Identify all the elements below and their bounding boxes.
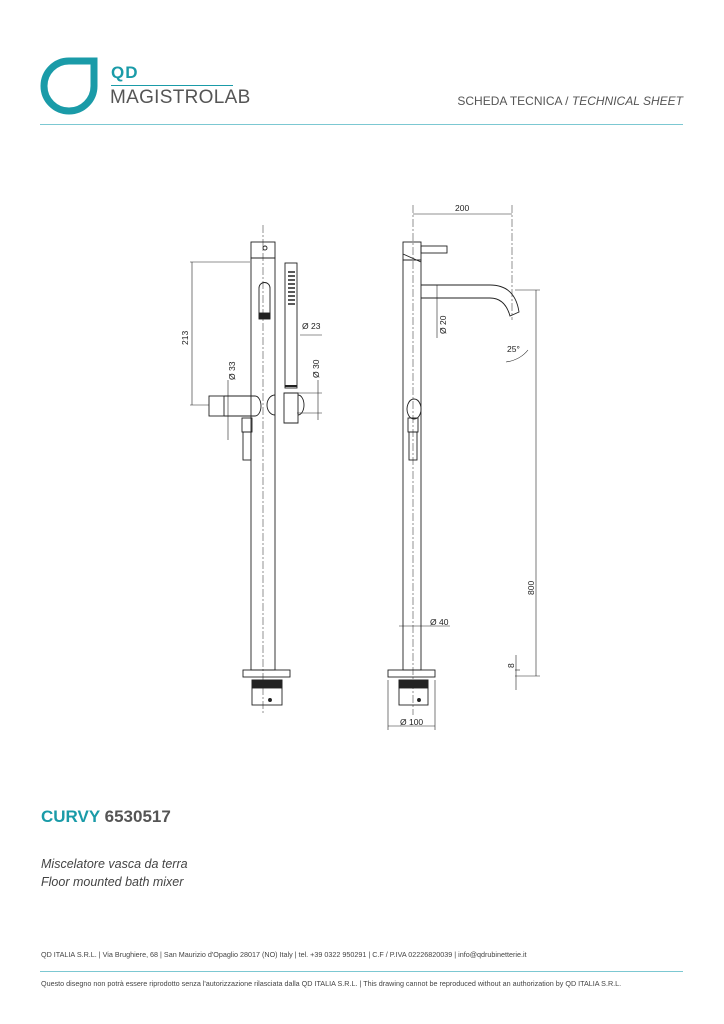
dim-base-8: 8 [506, 663, 516, 668]
footer-company: QD ITALIA S.R.L. | Via Brughiere, 68 | S… [41, 950, 527, 959]
logo-rule [111, 85, 233, 86]
description-it: Miscelatore vasca da terra [41, 857, 188, 871]
dim-dia-100: Ø 100 [400, 717, 423, 727]
logo-drop-icon [40, 57, 98, 115]
side-view [387, 205, 520, 715]
description-en: Floor mounted bath mixer [41, 875, 184, 889]
dim-height-800: 800 [526, 581, 536, 595]
logo-magistrolab: MAGISTROLAB [110, 87, 251, 108]
dim-angle-25: 25° [507, 344, 520, 354]
dim-dia-30: Ø 30 [311, 359, 321, 378]
header-divider [40, 124, 683, 125]
dim-width-200: 200 [455, 203, 469, 213]
front-view [208, 225, 305, 715]
footer-copyright: Questo disegno non potrà essere riprodot… [41, 979, 622, 988]
dim-height-213: 213 [180, 331, 190, 345]
product-code: 6530517 [104, 807, 171, 826]
product-description: Miscelatore vasca da terra Floor mounted… [41, 855, 188, 891]
sheet-title-en: TECHNICAL SHEET [571, 94, 683, 108]
sheet-title-separator: / [561, 94, 572, 108]
sheet-title: SCHEDA TECNICA / TECHNICAL SHEET [457, 94, 683, 108]
dim-dia-23: Ø 23 [302, 321, 321, 331]
sheet-title-it: SCHEDA TECNICA [457, 94, 562, 108]
dim-dia-33: Ø 33 [227, 361, 237, 380]
product-title: CURVY 6530517 [41, 807, 171, 827]
dim-dia-40: Ø 40 [430, 617, 449, 627]
product-name: CURVY [41, 807, 100, 826]
dim-dia-20: Ø 20 [438, 315, 448, 334]
footer-divider [40, 971, 683, 972]
logo-qd: QD [111, 63, 139, 82]
dimension-lines [190, 213, 540, 730]
